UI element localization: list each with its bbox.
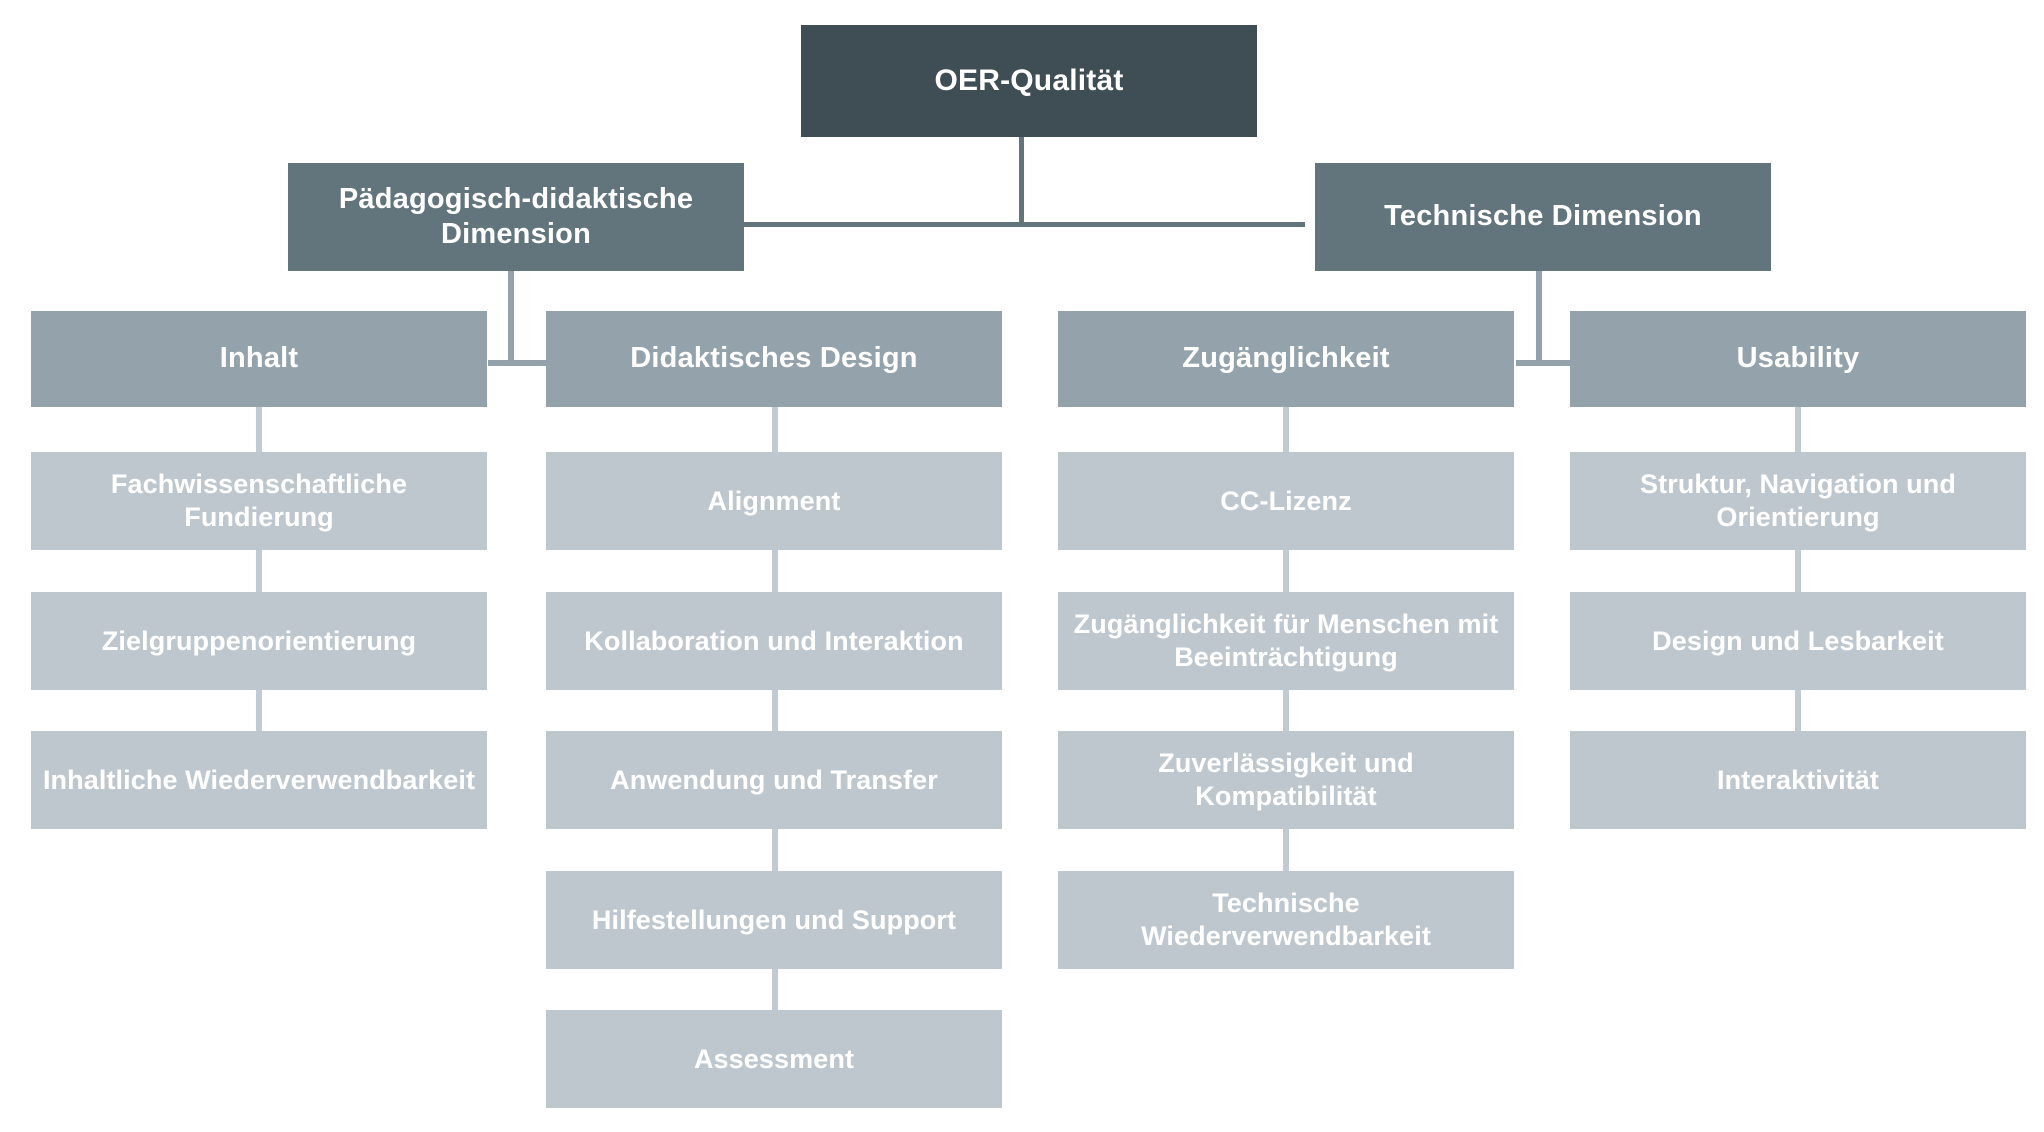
node-label: Didaktisches Design — [630, 342, 918, 375]
node-label: Interaktivität — [1717, 764, 1879, 795]
node-usability[interactable]: Usability — [1570, 311, 2026, 407]
node-didaktisches-design[interactable]: Didaktisches Design — [546, 311, 1002, 407]
node-inhalt[interactable]: Inhalt — [31, 311, 487, 407]
node-label: Zugänglichkeit — [1182, 342, 1390, 375]
node-label: Hilfestellungen und Support — [591, 904, 957, 935]
node-hilfestellungen-und-support[interactable]: Hilfestellungen und Support — [546, 871, 1002, 969]
node-interaktivitaet[interactable]: Interaktivität — [1570, 731, 2026, 829]
node-anwendung-und-transfer[interactable]: Anwendung und Transfer — [546, 731, 1002, 829]
node-technische-dimension[interactable]: Technische Dimension — [1315, 163, 1771, 271]
node-label: OER-Qualität — [934, 63, 1124, 97]
node-oer-qualitaet[interactable]: OER-Qualität — [801, 25, 1257, 137]
node-struktur-navigation-und-orientierung[interactable]: Struktur, Navigation und Orientierung — [1570, 452, 2026, 550]
node-technische-wiederverwendbarkeit[interactable]: Technische Wiederverwendbarkeit — [1058, 871, 1514, 969]
node-label: Kollaboration und Interaktion — [584, 625, 964, 656]
node-label: Zuverlässigkeit und Kompatibilität — [1158, 748, 1414, 811]
node-alignment[interactable]: Alignment — [546, 452, 1002, 550]
node-zugaenglichkeit-fuer-menschen-mit-beeintraechtigung[interactable]: Zugänglichkeit für Menschen mit Beeinträ… — [1058, 592, 1514, 690]
node-design-und-lesbarkeit[interactable]: Design und Lesbarkeit — [1570, 592, 2026, 690]
node-cc-lizenz[interactable]: CC-Lizenz — [1058, 452, 1514, 550]
node-inhaltliche-wiederverwendbarkeit[interactable]: Inhaltliche Wiederverwendbarkeit — [31, 731, 487, 829]
connector-root-to-bus — [1019, 136, 1024, 224]
node-zuverlaessigkeit-und-kompatibilitaet[interactable]: Zuverlässigkeit und Kompatibilität — [1058, 731, 1514, 829]
connector-right-dimension-stem — [1536, 270, 1542, 363]
node-kollaboration-und-interaktion[interactable]: Kollaboration und Interaktion — [546, 592, 1002, 690]
node-fachwissenschaftliche-fundierung[interactable]: Fachwissenschaftliche Fundierung — [31, 452, 487, 550]
connector-dimension-bus — [735, 222, 1305, 227]
node-paedagogisch-didaktische-dimension[interactable]: Pädagogisch-didaktische Dimension — [288, 163, 744, 271]
node-label: Fachwissenschaftliche Fundierung — [110, 469, 408, 532]
node-label: Usability — [1736, 342, 1860, 375]
node-zielgruppenorientierung[interactable]: Zielgruppenorientierung — [31, 592, 487, 690]
node-label: Zielgruppenorientierung — [101, 625, 417, 656]
node-label: CC-Lizenz — [1220, 485, 1352, 516]
node-label: Inhaltliche Wiederverwendbarkeit — [42, 764, 476, 795]
node-assessment[interactable]: Assessment — [546, 1010, 1002, 1108]
node-label: Design und Lesbarkeit — [1652, 625, 1944, 656]
node-label: Zugänglichkeit für Menschen mit Beeinträ… — [1073, 609, 1499, 672]
connector-right-category-bus — [1516, 360, 1576, 366]
node-label: Pädagogisch-didaktische Dimension — [338, 182, 694, 250]
node-label: Alignment — [707, 485, 841, 516]
connector-left-category-bus — [488, 360, 548, 366]
node-label: Inhalt — [219, 342, 299, 375]
node-label: Technische Dimension — [1384, 200, 1702, 233]
connector-left-dimension-stem — [508, 270, 514, 363]
node-label: Struktur, Navigation und Orientierung — [1640, 469, 1956, 532]
node-label: Assessment — [693, 1043, 855, 1074]
node-zugaenglichkeit[interactable]: Zugänglichkeit — [1058, 311, 1514, 407]
node-label: Anwendung und Transfer — [610, 764, 938, 795]
node-label: Technische Wiederverwendbarkeit — [1141, 888, 1431, 951]
